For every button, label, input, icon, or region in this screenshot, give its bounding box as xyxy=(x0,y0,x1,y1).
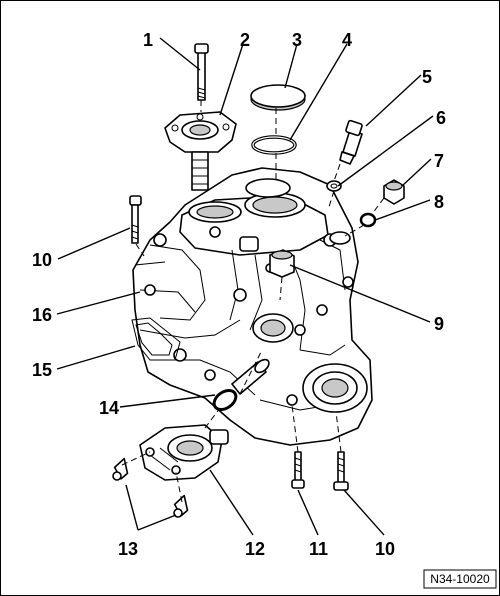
callout-3: 3 xyxy=(292,30,302,50)
assembly-lines xyxy=(121,100,385,503)
reference-code: N34-10020 xyxy=(430,572,490,586)
part-12-cover xyxy=(139,424,229,481)
callout-7: 7 xyxy=(434,151,444,171)
callout-16: 16 xyxy=(32,305,52,325)
callout-9: 9 xyxy=(434,314,444,334)
callout-labels: 1 2 3 4 5 6 7 8 9 10 10 11 12 13 14 15 1… xyxy=(32,30,446,559)
reference-code-box: N34-10020 xyxy=(423,569,497,589)
callout-4: 4 xyxy=(342,30,352,50)
part-14-o-ring xyxy=(212,358,270,412)
callout-11: 11 xyxy=(309,539,328,559)
part-9-plug xyxy=(269,249,295,278)
part-15-gasket xyxy=(131,317,181,361)
callout-15: 15 xyxy=(32,360,52,380)
callout-14: 14 xyxy=(99,398,119,418)
callout-1: 1 xyxy=(143,30,153,50)
callout-10-left: 10 xyxy=(32,250,52,270)
leader-lines xyxy=(56,37,434,536)
part-4-o-ring xyxy=(251,135,297,155)
callout-13: 13 xyxy=(118,539,138,559)
callout-12: 12 xyxy=(245,539,265,559)
part-1-bolt xyxy=(194,43,209,101)
part-11-bolt xyxy=(291,451,305,489)
part-5-sensor xyxy=(339,119,363,165)
callout-8: 8 xyxy=(434,192,444,212)
callout-10-bottom: 10 xyxy=(375,539,395,559)
part-10-bolt-bottom xyxy=(333,451,349,491)
callout-6: 6 xyxy=(436,108,446,128)
gearbox-housing xyxy=(132,167,373,446)
part-7-plug xyxy=(383,179,405,205)
part-3-cap xyxy=(250,84,306,111)
part-2-flange-shaft xyxy=(164,111,237,191)
part-10-bolt-left xyxy=(129,195,142,244)
callout-5: 5 xyxy=(422,67,432,87)
callout-2: 2 xyxy=(240,30,250,50)
part-8-seal xyxy=(359,212,377,228)
